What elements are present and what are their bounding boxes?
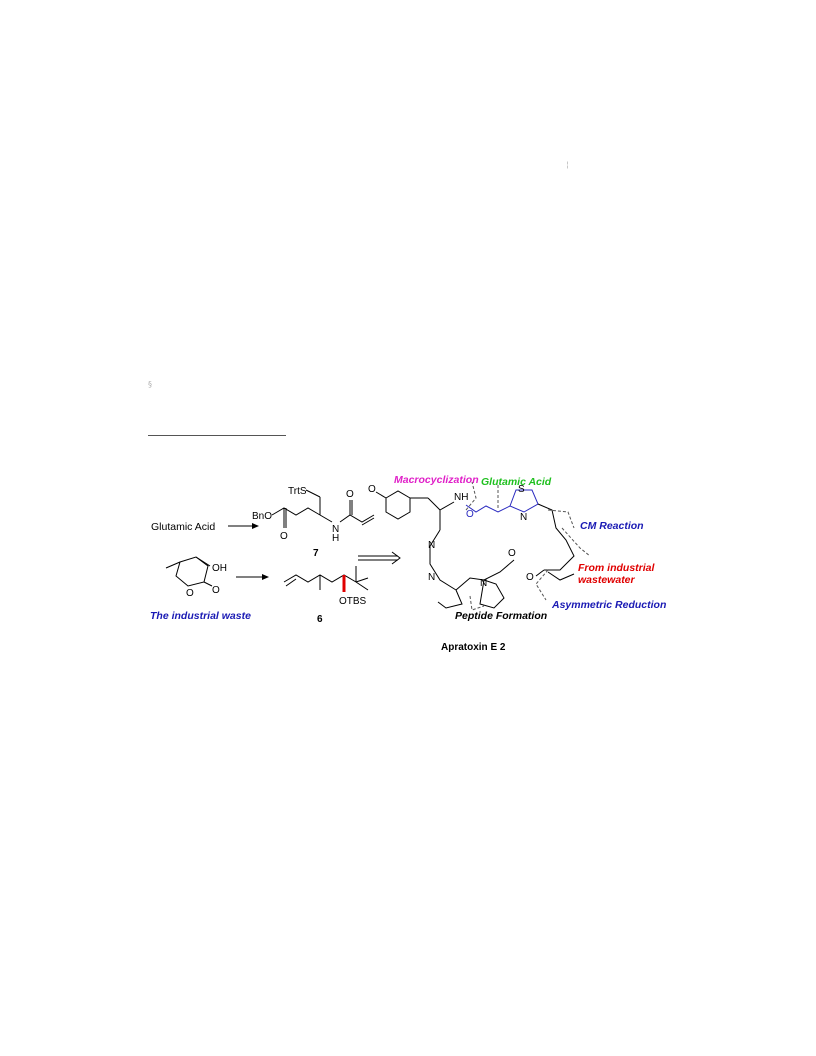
atom-n-thiazoline: N: [520, 512, 527, 523]
atom-n-1: N: [428, 540, 435, 551]
atom-o-ring: O: [186, 588, 194, 599]
retro-arrow-head: [391, 551, 401, 565]
atom-n-2: N: [428, 572, 435, 583]
atom-s: S: [518, 484, 525, 495]
atom-otbs: OTBS: [339, 596, 367, 607]
annotation-industrial-1: From industrial: [578, 562, 656, 574]
atom-oh: OH: [212, 563, 227, 574]
page-mark-top: ¦: [566, 160, 569, 169]
atom-o-methoxy: O: [368, 484, 376, 495]
annotation-macrocyclization: Macrocyclization: [394, 474, 479, 486]
lactone-structure: OH O O: [165, 556, 227, 599]
compound-7-structure: BnO O TrtS N H O: [252, 486, 375, 544]
annotation-cm-reaction: CM Reaction: [580, 520, 644, 532]
atom-o-carbonyl-2: O: [508, 548, 516, 559]
annotation-peptide-formation: Peptide Formation: [455, 610, 547, 622]
atom-o-amide: O: [346, 489, 354, 500]
atom-n-pro: N: [480, 578, 487, 589]
atom-o-blue: O: [466, 509, 474, 520]
apratoxin-structure: O NH O S N N N N O O: [368, 484, 575, 609]
cut-peptide: [469, 595, 485, 611]
waste-label: The industrial waste: [150, 610, 251, 622]
start-material-label: Glutamic Acid: [151, 521, 215, 533]
annotation-asymmetric-reduction: Asymmetric Reduction: [551, 599, 666, 611]
footnote-rule: [148, 435, 286, 436]
atom-bno: BnO: [252, 511, 272, 522]
atom-n: N: [332, 524, 339, 535]
cut-cm: [547, 509, 575, 529]
cut-asymmetric: [535, 569, 549, 601]
cut-industrial: [561, 527, 591, 557]
atom-h: H: [332, 533, 339, 544]
atom-trts: TrtS: [288, 486, 307, 497]
annotation-glutamic-acid: Glutamic Acid: [481, 476, 552, 488]
page-mark-left: §: [148, 380, 152, 389]
compound-7-number: 7: [313, 548, 319, 559]
cut-macrocyclization: [465, 481, 477, 511]
annotation-industrial-2: wastewater: [578, 574, 636, 586]
atom-o-carbonyl: O: [212, 585, 220, 596]
compound-6-structure: OTBS: [283, 566, 369, 607]
compound-6-number: 6: [317, 614, 323, 625]
product-name: Apratoxin E 2: [441, 642, 506, 653]
atom-o-ester-2: O: [526, 572, 534, 583]
atom-o-ester: O: [280, 531, 288, 542]
atom-nh: NH: [454, 492, 468, 503]
